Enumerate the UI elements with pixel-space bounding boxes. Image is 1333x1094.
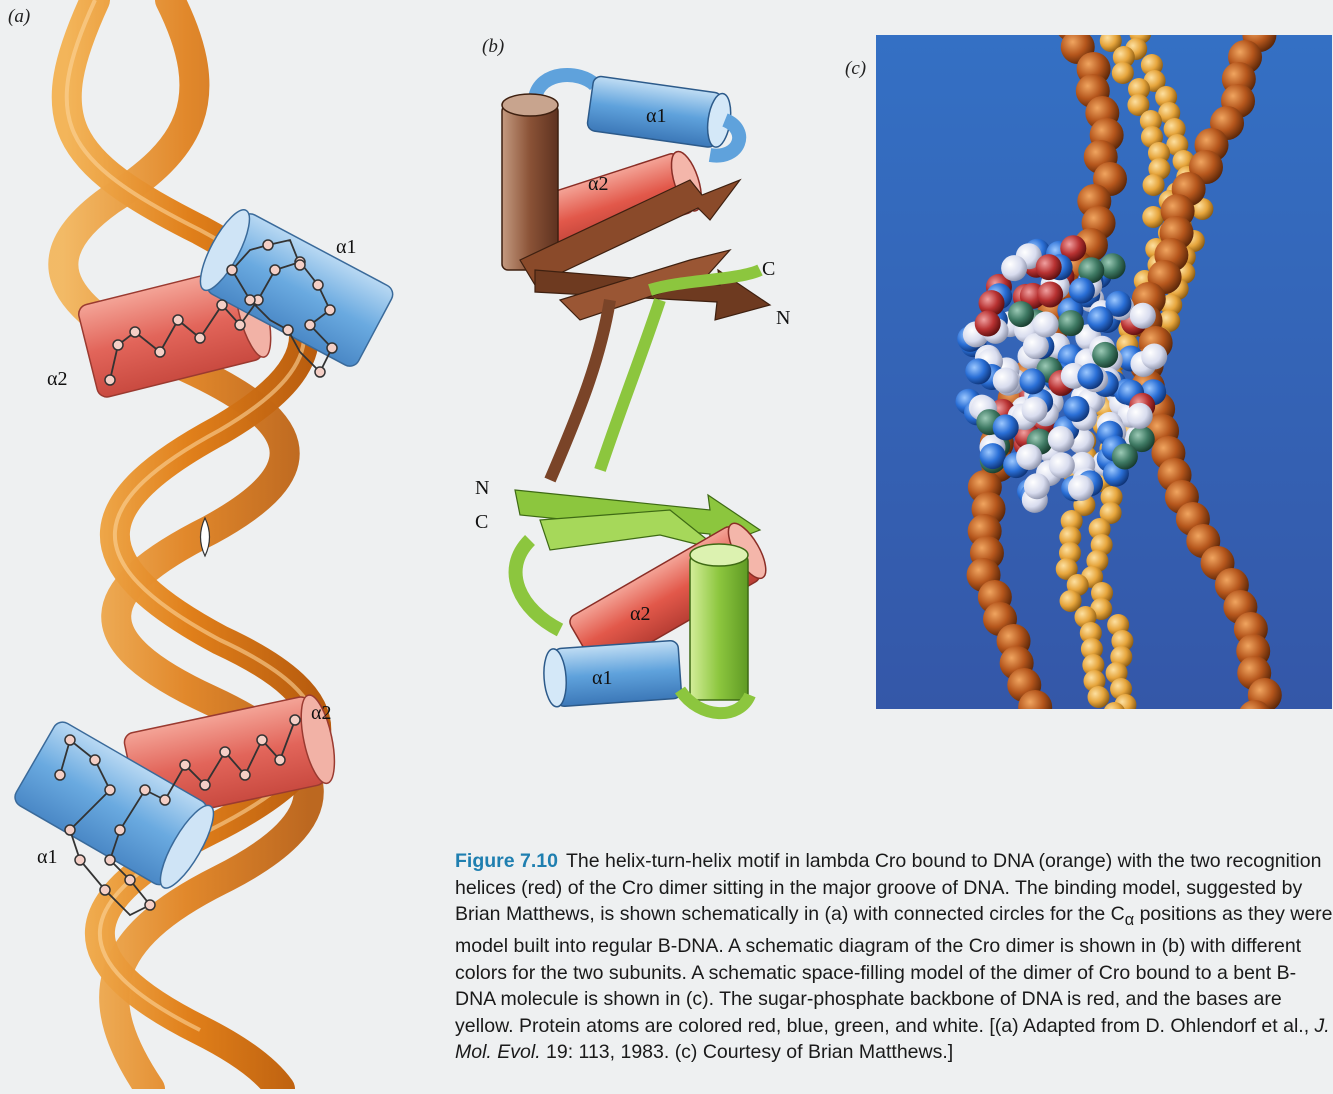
panel-b-label-alpha2-bottom: α2	[630, 603, 650, 626]
panel-b-label-n-mid: N	[475, 477, 489, 500]
protein-atom	[1141, 343, 1167, 369]
protein-atom	[1087, 306, 1113, 332]
panel-b-label-n-top: N	[776, 307, 790, 330]
panel-a-label-alpha1-top: α1	[336, 236, 356, 259]
protein-atom	[1127, 403, 1153, 429]
protein-atom	[1016, 444, 1042, 470]
figure-label: Figure 7.10	[455, 850, 558, 872]
protein-atom	[1036, 254, 1062, 280]
base-atom	[1088, 686, 1110, 708]
protein-atom	[1022, 397, 1048, 423]
protein-atom	[1048, 426, 1074, 452]
base-atom	[1112, 62, 1134, 84]
panel-a-label-alpha2-top: α2	[47, 368, 67, 391]
protein-atom	[1077, 363, 1103, 389]
protein-atom	[965, 358, 991, 384]
protein-atom	[1058, 310, 1084, 336]
protein-atom	[1049, 452, 1075, 478]
base-atom	[1060, 590, 1082, 612]
upper-brown-cylinder	[502, 94, 558, 270]
protein-atom	[1024, 473, 1050, 499]
protein-atom	[975, 311, 1001, 337]
panel-c-illustration	[876, 35, 1332, 709]
panel-b-label-alpha1-bottom: α1	[592, 667, 612, 690]
panel-a-dna-binding-model: (a) α1 α2 α2 α1	[0, 0, 440, 1089]
panel-b-cro-dimer-schematic: (b) α1 α2 C N N C α2 α1	[440, 30, 820, 730]
protein-atom	[1130, 303, 1156, 329]
protein-atom	[1033, 312, 1059, 338]
panel-a-illustration	[0, 0, 440, 1089]
panel-b-label-c-mid: C	[475, 511, 488, 534]
panel-a-label-alpha1-bottom: α1	[37, 846, 57, 869]
protein-atom	[980, 443, 1006, 469]
protein-atom	[1112, 443, 1138, 469]
base-atom	[1143, 174, 1165, 196]
protein-atom	[993, 414, 1019, 440]
protein-atom	[1001, 255, 1027, 281]
panel-c-letter: (c)	[845, 58, 866, 80]
protein-atom	[1063, 396, 1089, 422]
lower-green-loop	[516, 540, 560, 630]
panel-b-letter: (b)	[482, 36, 504, 58]
upper-loop-blue	[535, 75, 595, 98]
panel-a-label-alpha2-bottom: α2	[311, 702, 331, 725]
protein-atom	[1008, 301, 1034, 327]
caption-text-3: 19: 113, 1983. (c) Courtesy of Brian Mat…	[541, 1041, 954, 1063]
panel-c-space-filling-model	[876, 35, 1332, 709]
protein-atom	[1037, 281, 1063, 307]
protein-atom	[1069, 277, 1095, 303]
panel-b-label-c-top: C	[762, 258, 775, 281]
panel-a-letter: (a)	[8, 6, 30, 28]
caption-subscript-alpha: α	[1125, 911, 1134, 929]
protein-atom	[1068, 475, 1094, 501]
protein-atom	[993, 367, 1019, 393]
panel-b-label-alpha2-top: α2	[588, 173, 608, 196]
panel-b-label-alpha1-top: α1	[646, 105, 666, 128]
protein-atom	[1019, 368, 1045, 394]
lower-green-cylinder	[690, 544, 748, 700]
protein-atom	[1092, 342, 1118, 368]
